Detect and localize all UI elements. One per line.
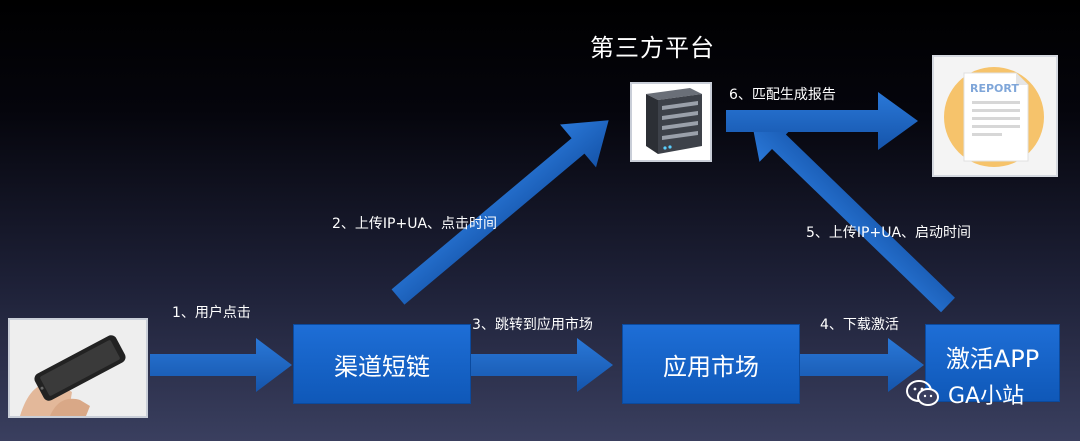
server-icon (632, 84, 710, 160)
phone-hand-image (8, 318, 148, 418)
phone-icon (10, 320, 146, 416)
step-6-label: 6、匹配生成报告 (729, 87, 836, 103)
app-market-label: 应用市场 (663, 352, 759, 381)
report-icon: REPORT (934, 57, 1056, 175)
report-text: REPORT (970, 82, 1019, 95)
server-image (630, 82, 712, 162)
arrow-report (726, 92, 918, 150)
arrow-upload-launch (750, 113, 955, 313)
report-image: REPORT (932, 55, 1058, 177)
platform-title: 第三方平台 (590, 34, 715, 62)
step-3-label: 3、跳转到应用市场 (472, 317, 593, 333)
watermark-text: GA小站 (948, 384, 1025, 409)
channel-link-label: 渠道短链 (334, 352, 430, 381)
activate-app-node: 激活APP (925, 324, 1060, 402)
app-market-node: 应用市场 (622, 324, 800, 404)
wechat-icon (906, 380, 939, 406)
arrow-redirect (470, 338, 613, 392)
step-2-label: 2、上传IP+UA、点击时间 (332, 216, 498, 232)
watermark: GA小站 (906, 378, 1024, 410)
arrow-upload-click (391, 120, 609, 305)
channel-link-node: 渠道短链 (293, 324, 471, 404)
arrow-download (800, 338, 924, 392)
activate-app-label: 激活APP (945, 345, 1040, 373)
step-5-label: 5、上传IP+UA、启动时间 (806, 225, 972, 241)
step-1-label: 1、用户点击 (172, 305, 251, 321)
arrow-click (150, 338, 292, 392)
step-4-label: 4、下载激活 (820, 317, 899, 333)
